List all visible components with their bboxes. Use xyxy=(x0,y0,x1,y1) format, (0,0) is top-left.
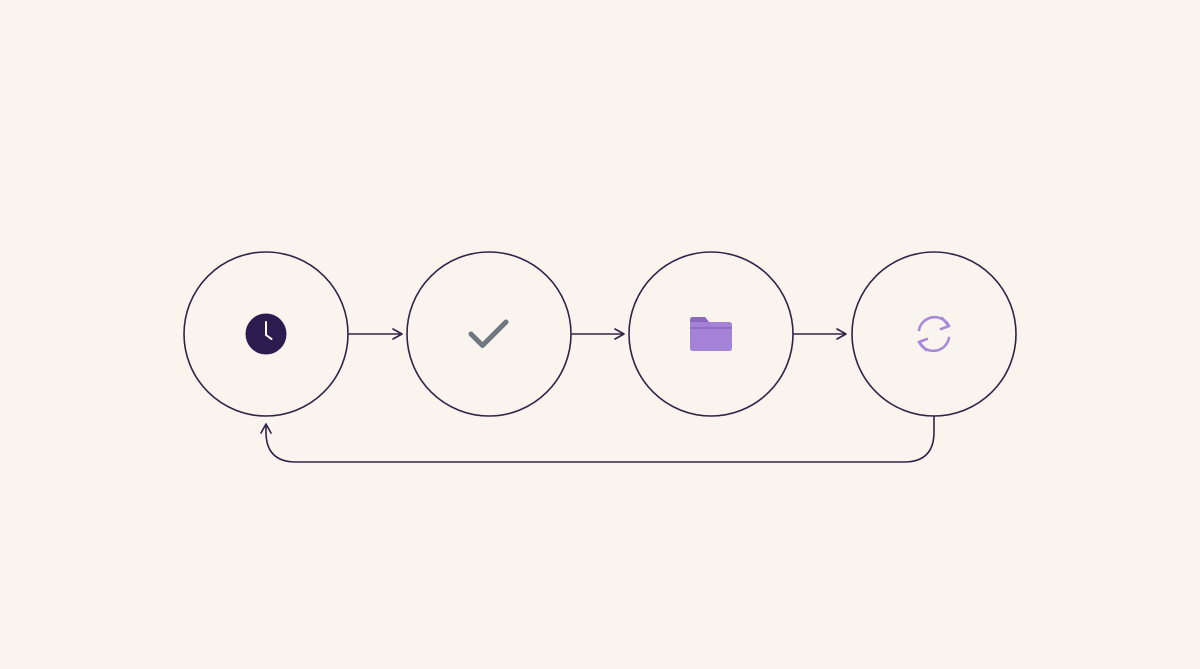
refresh-icon xyxy=(917,315,951,353)
folder-icon xyxy=(690,317,732,351)
checkmark-icon xyxy=(468,319,509,348)
loop-back-arrow xyxy=(260,416,935,463)
clock-icon xyxy=(245,313,287,355)
step-node-2 xyxy=(406,251,572,417)
step-node-4 xyxy=(851,251,1017,417)
